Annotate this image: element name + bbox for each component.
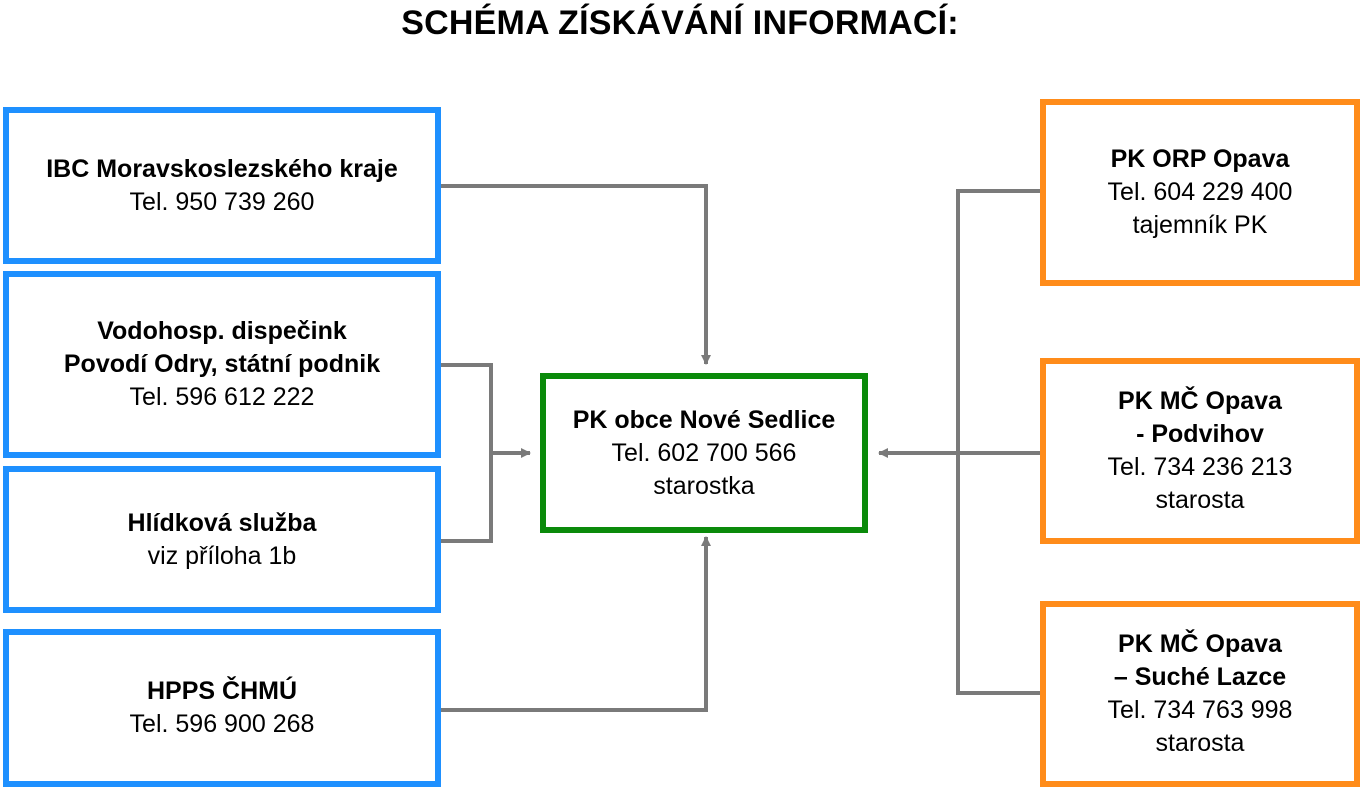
contact-name-line1: PK MČ Opava xyxy=(1118,630,1282,658)
connector-vodohosp xyxy=(441,363,493,543)
contact-name-line2: - Podvihov xyxy=(1136,420,1264,448)
source-phone: Tel. 596 612 222 xyxy=(129,383,315,411)
contact-role: starosta xyxy=(1155,729,1245,757)
contact-role: starosta xyxy=(1155,486,1245,514)
arrow-ibc-to-center xyxy=(441,184,711,365)
contact-role: tajemník PK xyxy=(1132,211,1268,239)
contact-name-line1: PK MČ Opava xyxy=(1118,387,1282,415)
source-box-hpps: HPPS ČHMÚ Tel. 596 900 268 xyxy=(3,629,441,787)
diagram-title: SCHÉMA ZÍSKÁVÁNÍ INFORMACÍ: xyxy=(401,4,959,42)
connector-right-bracket xyxy=(956,189,1041,695)
source-phone: Tel. 950 739 260 xyxy=(129,187,315,216)
center-name: PK obce Nové Sedlice xyxy=(572,405,836,434)
source-note: viz příloha 1b xyxy=(147,541,297,570)
contact-phone: Tel. 604 229 400 xyxy=(1107,178,1293,206)
contact-name-line2: – Suché Lazce xyxy=(1113,663,1287,691)
contact-box-suche-lazce: PK MČ Opava – Suché Lazce Tel. 734 763 9… xyxy=(1040,601,1360,787)
source-box-hlidkova: Hlídková služba viz příloha 1b xyxy=(3,466,441,613)
source-phone: Tel. 596 900 268 xyxy=(129,710,315,738)
source-box-vodohosp: Vodohosp. dispečink Povodí Odry, státní … xyxy=(3,271,441,458)
center-box-pk-obce: PK obce Nové Sedlice Tel. 602 700 566 st… xyxy=(540,373,868,533)
source-name: HPPS ČHMÚ xyxy=(146,677,297,705)
arrow-hpps-to-center xyxy=(441,536,711,712)
source-name: IBC Moravskoslezského kraje xyxy=(46,154,398,183)
contact-phone: Tel. 734 763 998 xyxy=(1107,696,1293,724)
contact-phone: Tel. 734 236 213 xyxy=(1107,453,1293,481)
source-name-line2: Povodí Odry, státní podnik xyxy=(63,350,381,378)
center-phone: Tel. 602 700 566 xyxy=(611,438,797,467)
contact-box-orp-opava: PK ORP Opava Tel. 604 229 400 tajemník P… xyxy=(1040,99,1360,286)
source-name-line1: Vodohosp. dispečink xyxy=(97,317,347,345)
contact-box-podvihov: PK MČ Opava - Podvihov Tel. 734 236 213 … xyxy=(1040,358,1360,544)
source-name: Hlídková služba xyxy=(127,508,317,537)
center-role: starostka xyxy=(653,471,755,500)
contact-name: PK ORP Opava xyxy=(1110,145,1290,173)
source-box-ibc: IBC Moravskoslezského kraje Tel. 950 739… xyxy=(3,107,441,264)
